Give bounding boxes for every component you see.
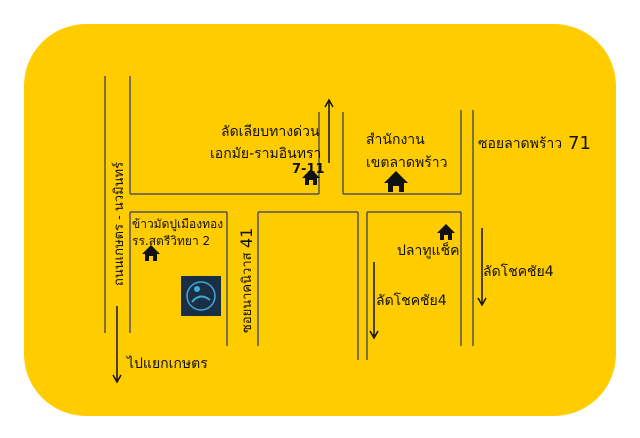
lat-chokchai-right-label: ลัดโชคชัย4: [483, 263, 554, 280]
pla-tu-shack-label: ปลาทูแช็ค: [397, 241, 459, 259]
arrow-icon: [324, 98, 334, 108]
to-kaset-label: ไปแยกเกษตร: [126, 355, 208, 372]
district-office-label: เขตลาดพร้าว: [366, 155, 447, 171]
express-road-label: ลัดเลียบทางด่วน: [221, 124, 320, 140]
school-label: รร.สตรีวิทยา 2: [132, 234, 210, 248]
arrow-icon: [369, 330, 379, 340]
soi-nak-niwat-label: ซอยนาคนิวาส: [240, 252, 255, 333]
shop-logo: [181, 276, 221, 316]
district-office-label: สำนักงาน: [366, 132, 425, 148]
arrows: [112, 98, 487, 384]
house-icon: [384, 171, 408, 192]
arrow-icon: [112, 374, 122, 384]
rice-shop-label: ข้าวมัดปูเมืองทอง: [132, 217, 223, 232]
map-background: [24, 24, 616, 416]
roads: [104, 76, 474, 360]
seven-eleven-label: 7-11: [292, 162, 325, 177]
house-icon: [302, 169, 320, 185]
soi-ladprao-label: ซอยลาดพร้าว: [478, 136, 562, 152]
soi-ladprao-number: 71: [568, 133, 591, 154]
ekkamai-ramintra-label: เอกมัย-รามอินทรา: [210, 146, 321, 162]
kaset-nawamin-label: ถนนเกษตร - นวมินทร์: [111, 162, 127, 286]
arrow-icon: [477, 297, 487, 307]
house-icon: [142, 245, 160, 261]
soi-nak-niwat-number: 41: [237, 228, 256, 248]
lat-chokchai-center-label: ลัดโชคชัย4: [376, 292, 447, 309]
house-icon: [437, 224, 455, 240]
